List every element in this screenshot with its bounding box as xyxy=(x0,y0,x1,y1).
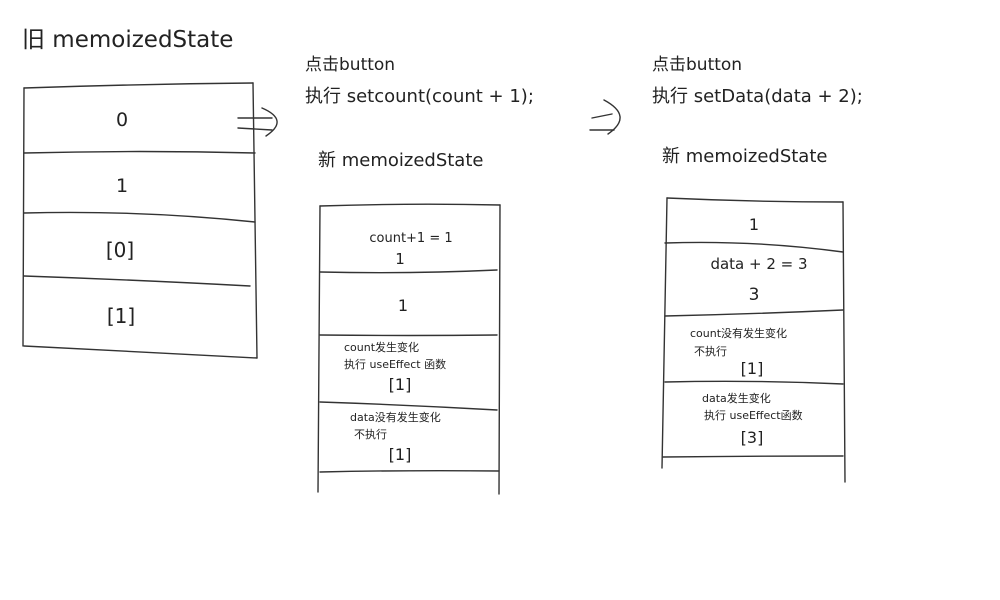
stack1-cell4-value: [1] xyxy=(388,445,412,464)
old-stack-left-border xyxy=(22,87,25,347)
old-stack-right-border xyxy=(252,82,258,359)
stack2-divider-4 xyxy=(662,455,844,458)
stack1-cell3-value: [1] xyxy=(388,375,412,394)
stack1-divider-4 xyxy=(319,469,500,473)
stack2-cell4-note-2: 执行 useEffect函数 xyxy=(704,409,803,422)
stack2-cell2-value: 3 xyxy=(748,285,760,305)
arrow-1-head xyxy=(261,107,278,137)
arrow-2 xyxy=(589,99,621,135)
new-state-stack-1-outline xyxy=(317,203,501,495)
stack1-cell3-note-2: 执行 useEffect 函数 xyxy=(344,358,447,371)
step2-action-label: 执行 setData(data + 2); xyxy=(652,86,863,107)
step2-click-label: 点击button xyxy=(652,55,743,75)
stack1-divider-2 xyxy=(319,334,498,337)
stack2-divider-1 xyxy=(664,241,844,253)
old-state-title: 旧 memoizedState xyxy=(22,27,234,53)
old-state-cell-2: 1 xyxy=(115,175,129,197)
old-state-cell-3: [0] xyxy=(105,238,135,262)
arrow-1 xyxy=(237,107,278,137)
stack2-cell4-value: [3] xyxy=(740,428,764,447)
step2-new-state-title: 新 memoizedState xyxy=(662,146,828,167)
stack2-cell1-value: 1 xyxy=(748,215,760,234)
old-stack-top-border xyxy=(23,82,254,89)
arrow-2-head xyxy=(603,99,621,135)
arrow-1-bottom-line xyxy=(237,127,273,131)
stack2-divider-2 xyxy=(664,309,844,317)
stack1-divider-3 xyxy=(319,401,498,411)
stack1-cell1-value: 1 xyxy=(395,250,405,268)
stack2-cell3-note-1: count没有发生变化 xyxy=(690,327,788,340)
step1-new-state-title: 新 memoizedState xyxy=(318,150,484,171)
stack2-right-border xyxy=(842,201,846,483)
stack1-cell4-note-2: 不执行 xyxy=(354,428,387,441)
old-stack-divider-1 xyxy=(23,150,256,154)
stack1-right-border xyxy=(498,204,501,495)
stack1-left-border xyxy=(317,205,321,493)
arrow-2-top-line xyxy=(591,113,613,119)
stack2-cell4-note-1: data发生变化 xyxy=(702,392,771,405)
stack2-left-border xyxy=(661,197,668,469)
step1-click-label: 点击button xyxy=(305,55,396,75)
stack2-cell2-formula: data + 2 = 3 xyxy=(710,255,808,273)
stack1-cell3-note-1: count发生变化 xyxy=(344,341,420,354)
stack1-cell1-formula: count+1 = 1 xyxy=(369,231,453,246)
old-stack-bottom-border xyxy=(23,345,258,359)
old-stack-divider-2 xyxy=(23,211,256,223)
stack1-divider-1 xyxy=(319,269,498,274)
old-state-stack-outline xyxy=(22,82,258,359)
stack2-top-border xyxy=(666,197,844,203)
old-state-cell-1: 0 xyxy=(115,109,129,131)
stack2-cell3-value: [1] xyxy=(740,359,764,378)
old-stack-divider-3 xyxy=(23,275,251,287)
stack1-cell4-note-1: data没有发生变化 xyxy=(350,411,441,424)
step1-action-label: 执行 setcount(count + 1); xyxy=(305,86,534,107)
stack1-top-border xyxy=(319,203,501,207)
stack2-cell3-note-2: 不执行 xyxy=(694,345,727,358)
old-state-cell-4: [1] xyxy=(106,304,136,328)
stack1-cell2-value: 1 xyxy=(397,296,409,315)
stack2-divider-3 xyxy=(664,380,844,385)
new-state-stack-2-outline xyxy=(661,197,846,483)
